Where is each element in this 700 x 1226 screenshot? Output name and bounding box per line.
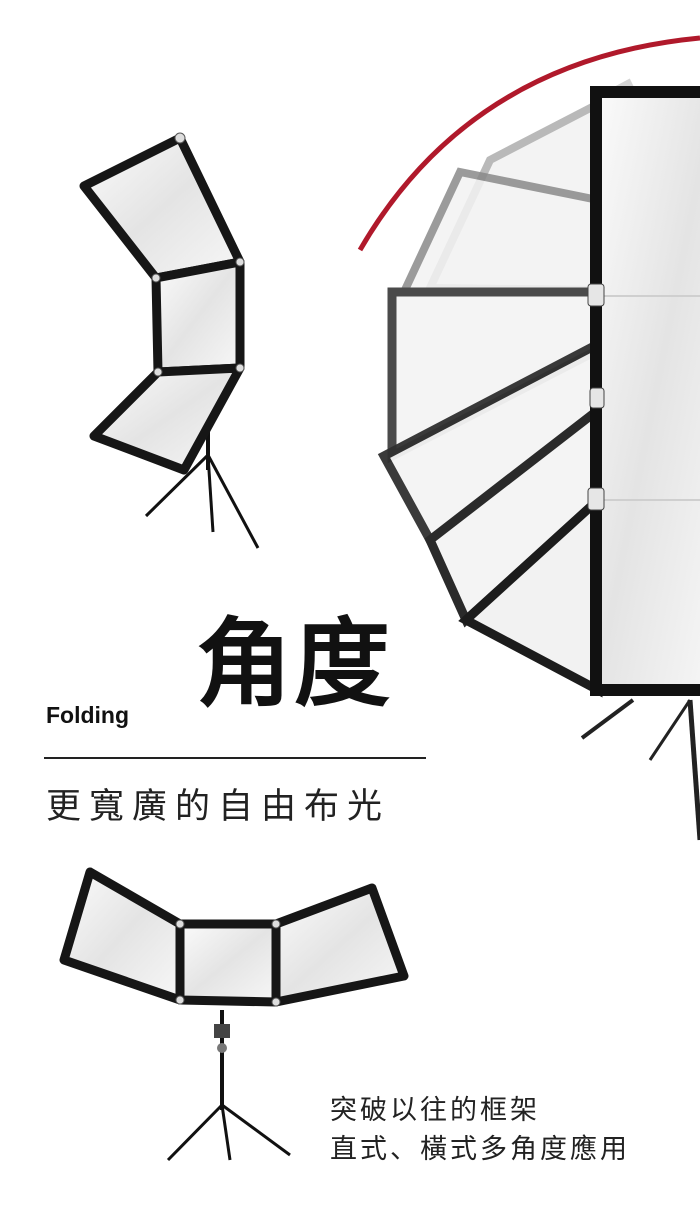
description-line-1: 突破以往的框架 — [330, 1095, 540, 1126]
horizontal-fold-reflector — [59, 867, 409, 1162]
vertical-fold-reflector — [79, 132, 260, 549]
page-title: 角度 — [196, 607, 392, 720]
divider — [44, 757, 426, 759]
accent-arc — [357, 35, 700, 252]
description-line-2: 直式、橫式多角度應用 — [330, 1134, 630, 1165]
folding-label: Folding — [46, 702, 130, 728]
subtitle: 更寬廣的自由布光 — [46, 787, 391, 827]
angle-fan-illustration — [377, 78, 700, 841]
